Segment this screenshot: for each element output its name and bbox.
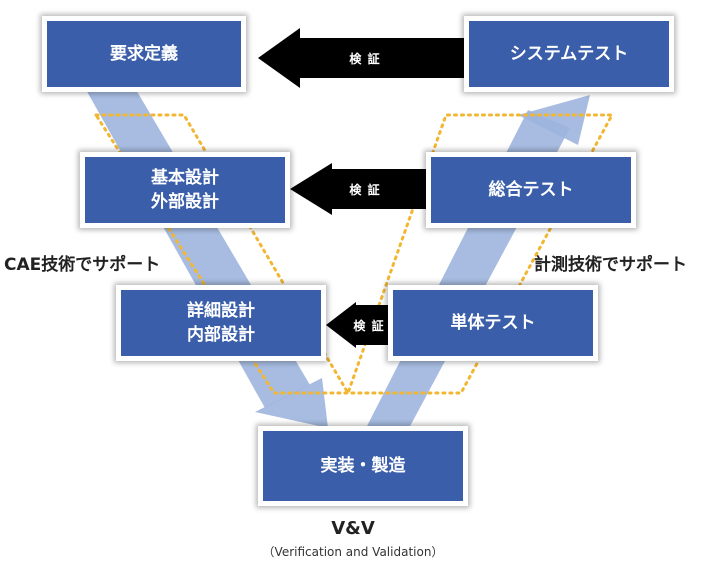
requirements-label: 要求定義 bbox=[110, 44, 178, 64]
integration-test-label: 総合テスト bbox=[488, 180, 574, 200]
verify-label-bottom: 検 証 bbox=[353, 319, 385, 333]
verify-label-middle: 検 証 bbox=[349, 183, 381, 197]
verify-label-top: 検 証 bbox=[349, 52, 381, 66]
measurement-support-label: 計測技術でサポート bbox=[534, 255, 687, 275]
verify-arrow-top bbox=[258, 28, 468, 88]
vv-title: V&V bbox=[331, 518, 375, 539]
implementation-label: 実装・製造 bbox=[320, 456, 406, 476]
unit-test-label: 単体テスト bbox=[450, 313, 536, 333]
detail-design-box[interactable]: 詳細設計 内部設計 bbox=[116, 285, 326, 361]
implementation-box[interactable]: 実装・製造 bbox=[258, 426, 468, 506]
detail-design-label-1: 詳細設計 bbox=[187, 301, 255, 321]
integration-test-box[interactable]: 総合テスト bbox=[426, 152, 636, 228]
basic-design-label-2: 外部設計 bbox=[151, 192, 219, 212]
verify-arrow-middle bbox=[290, 163, 432, 215]
system-test-label: システムテスト bbox=[509, 44, 629, 64]
detail-design-label-2: 内部設計 bbox=[187, 325, 255, 345]
verify-arrow-bottom bbox=[326, 302, 392, 348]
system-test-box[interactable]: システムテスト bbox=[464, 16, 674, 92]
requirements-box[interactable]: 要求定義 bbox=[42, 16, 246, 92]
vv-subtitle: （Verification and Validation） bbox=[262, 545, 444, 559]
cae-support-label: CAE技術でサポート bbox=[4, 255, 161, 275]
basic-design-label-1: 基本設計 bbox=[151, 168, 219, 188]
unit-test-box[interactable]: 単体テスト bbox=[388, 285, 598, 361]
basic-design-box[interactable]: 基本設計 外部設計 bbox=[80, 152, 290, 228]
